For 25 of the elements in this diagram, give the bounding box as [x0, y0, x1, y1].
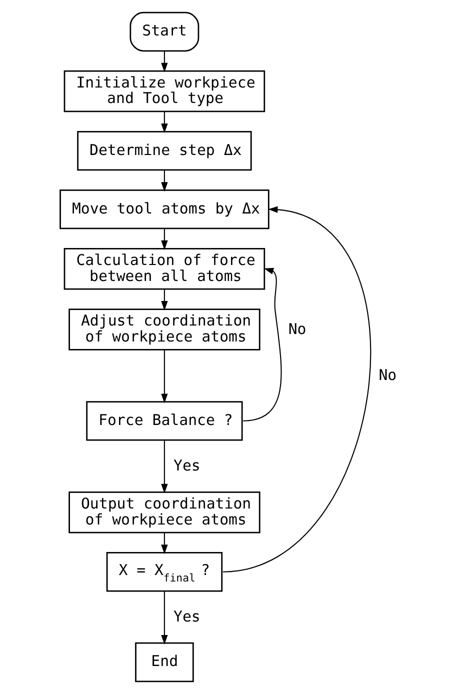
node-box: X = X$_{final}$ ?: [106, 552, 223, 592]
arrow: [161, 591, 168, 645]
node-box: Calculation of force between all atoms: [64, 248, 266, 290]
arrow: [161, 228, 168, 250]
node-box: Move tool atoms by Δx: [60, 189, 270, 230]
node-box: Initialize workpiece and Tool type: [64, 70, 266, 112]
arrow: [161, 50, 168, 72]
arrow: [161, 532, 168, 554]
arrow: [161, 440, 168, 494]
node-box: Determine step Δx: [77, 131, 252, 171]
edge-label: Yes: [173, 456, 200, 475]
edge-label: No: [378, 366, 397, 384]
edge-label: Yes: [173, 608, 200, 626]
node-box: Adjust coordination of workpiece atoms: [68, 308, 260, 350]
arrow: [161, 170, 168, 192]
node-box: End: [135, 642, 194, 682]
node-box: Force Balance ?: [86, 401, 243, 441]
arrow: [222, 206, 372, 572]
arrow: [161, 112, 168, 134]
edge-label: No: [288, 320, 306, 338]
arrow: [161, 350, 168, 404]
arrow: [243, 268, 282, 422]
node-box: Output coordination of workpiece atoms: [68, 491, 260, 534]
node-box: Start: [130, 12, 200, 52]
arrow: [161, 289, 168, 311]
